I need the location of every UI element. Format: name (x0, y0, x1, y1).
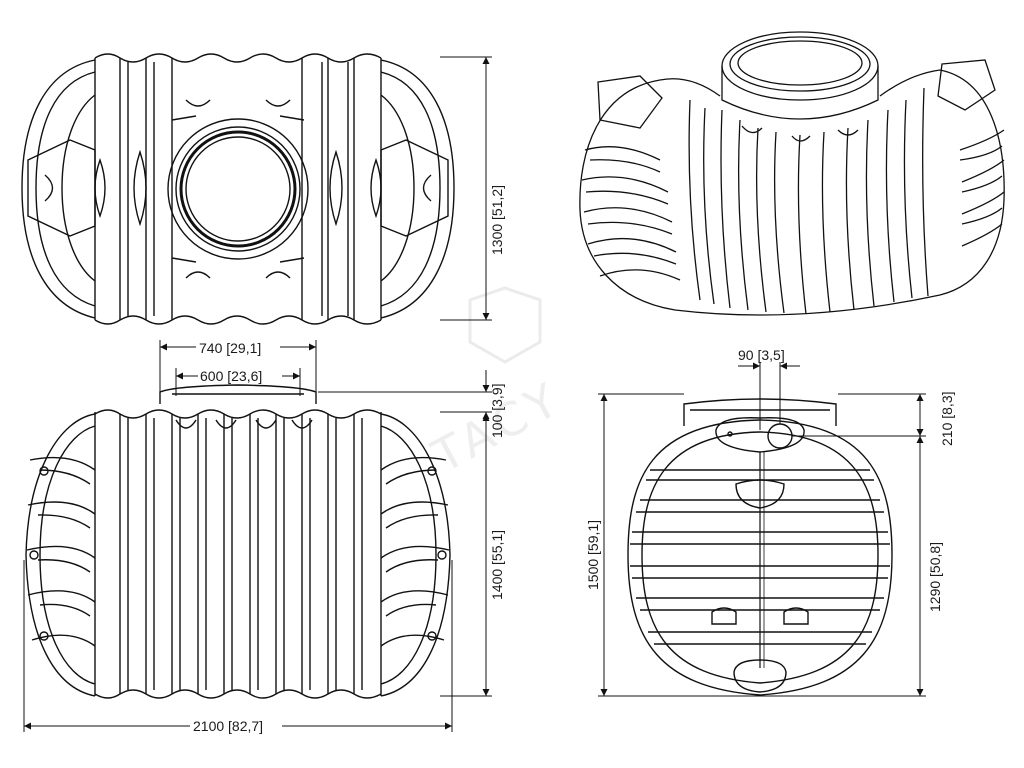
dim-neck-height: 100 [3,9] (318, 370, 505, 438)
dim-inlet-height: 1290 [50,8] (760, 436, 943, 697)
dim-total-height-label: 1500 [59,1] (585, 520, 601, 590)
dim-top-height-label: 1300 [51,2] (489, 185, 505, 255)
dim-inlet-offset: 90 [3,5] (738, 347, 800, 430)
dim-body-height: 1400 [55,1] (440, 414, 505, 697)
dim-outer-opening-label: 740 [29,1] (199, 340, 261, 356)
dim-neck-height-label: 100 [3,9] (489, 384, 505, 439)
dim-length: 2100 [82,7] (23, 560, 453, 734)
dim-inlet-offset-label: 90 [3,5] (738, 347, 785, 363)
dim-inner-opening: 600 [23,6] (175, 368, 301, 396)
dim-top-height: 1300 [51,2] (440, 56, 505, 321)
dim-body-height-label: 1400 [55,1] (489, 530, 505, 600)
side-view (25, 384, 451, 699)
dim-total-height: 1500 [59,1] (585, 393, 760, 697)
dim-inner-opening-label: 600 [23,6] (200, 368, 262, 384)
dim-inlet-top-label: 210 [8,3] (939, 392, 955, 447)
dim-outer-opening: 740 [29,1] (159, 340, 317, 400)
dim-length-label: 2100 [82,7] (193, 718, 263, 734)
dim-inlet-top: 210 [8,3] (792, 392, 955, 447)
isometric-view (579, 31, 1005, 316)
end-view (627, 398, 893, 696)
watermark-logo-icon (468, 286, 542, 364)
top-view (21, 53, 455, 325)
dim-inlet-height-label: 1290 [50,8] (927, 542, 943, 612)
